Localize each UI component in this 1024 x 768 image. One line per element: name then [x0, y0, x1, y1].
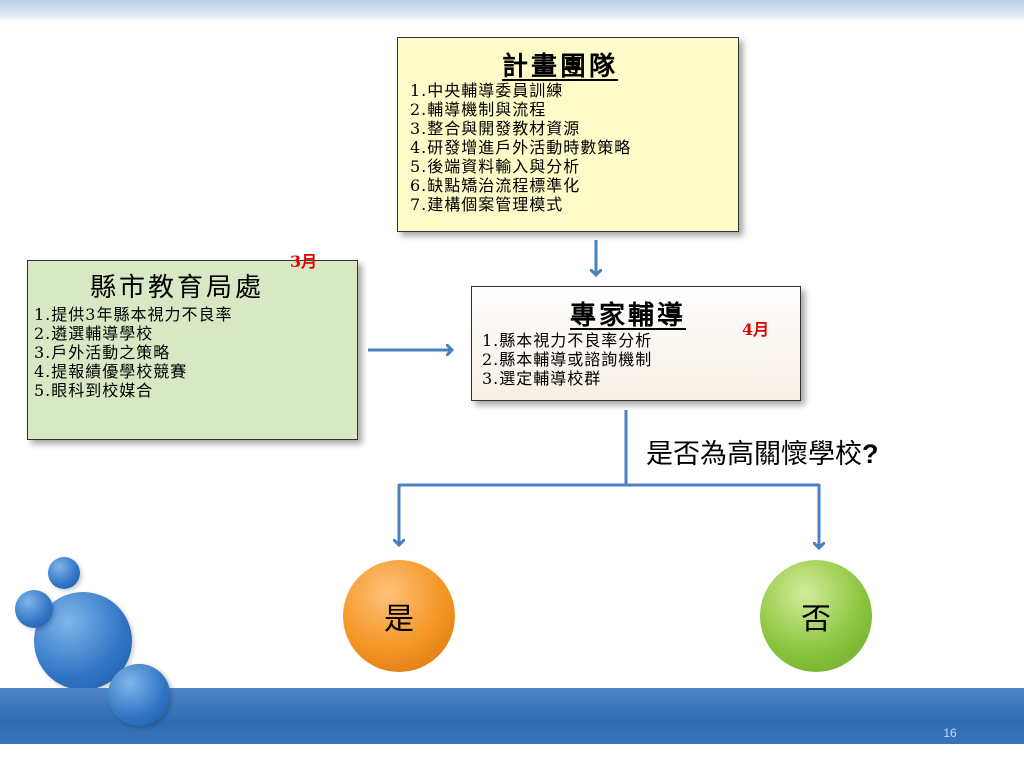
- list-item: 2.縣本輔導或諮詢機制: [482, 350, 653, 369]
- list-item: 7.建構個案管理模式: [410, 195, 564, 214]
- list-item: 2.輔導機制與流程: [410, 100, 547, 119]
- footer-band: [0, 688, 1024, 744]
- no-node: 否: [760, 560, 872, 672]
- expert-month-label: 4月: [742, 320, 770, 339]
- plan-team-box: 計畫團隊 1.中央輔導委員訓練 2.輔導機制與流程 3.整合與開發教材資源 4.…: [397, 37, 739, 232]
- list-item: 3.戶外活動之策略: [34, 343, 171, 362]
- list-item: 1.中央輔導委員訓練: [410, 81, 564, 100]
- list-item: 3.整合與開發教材資源: [410, 119, 581, 138]
- list-item: 5.眼科到校媒合: [34, 381, 154, 400]
- list-item: 1.提供3年縣本視力不良率: [34, 305, 233, 324]
- list-item: 5.後端資料輸入與分析: [410, 157, 581, 176]
- expert-guidance-box: 專家輔導 1.縣本視力不良率分析 2.縣本輔導或諮詢機制 3.選定輔導校群: [471, 286, 801, 401]
- county-office-title: 縣市教育局處: [90, 273, 265, 303]
- header-band: [0, 0, 1024, 22]
- county-office-box: 縣市教育局處 1.提供3年縣本視力不良率 2.遴選輔導學校 3.戶外活動之策略 …: [27, 260, 358, 440]
- expert-guidance-title: 專家輔導: [570, 301, 687, 331]
- decor-bubble-mid: [15, 590, 53, 628]
- decor-bubble-small: [48, 557, 80, 589]
- list-item: 6.缺點矯治流程標準化: [410, 176, 581, 195]
- plan-team-list: 1.中央輔導委員訓練 2.輔導機制與流程 3.整合與開發教材資源 4.研發增進戶…: [410, 81, 631, 214]
- decision-question-mark: ?: [862, 439, 879, 469]
- county-month-label: 3月: [290, 252, 318, 271]
- list-item: 1.縣本視力不良率分析: [482, 331, 653, 350]
- list-item: 2.遴選輔導學校: [34, 324, 154, 343]
- page-number: 16: [943, 726, 957, 740]
- yes-node: 是: [343, 560, 455, 672]
- list-item: 4.提報績優學校競賽: [34, 362, 188, 381]
- plan-team-title: 計畫團隊: [502, 52, 619, 82]
- decision-question-text: 是否為高關懷學校: [646, 439, 862, 470]
- decision-question: 是否為高關懷學校?: [646, 432, 879, 471]
- county-office-list: 1.提供3年縣本視力不良率 2.遴選輔導學校 3.戶外活動之策略 4.提報績優學…: [34, 305, 232, 400]
- decor-bubble-overlap: [108, 664, 170, 726]
- no-label: 否: [801, 602, 831, 637]
- list-item: 4.研發增進戶外活動時數策略: [410, 138, 632, 157]
- expert-guidance-list: 1.縣本視力不良率分析 2.縣本輔導或諮詢機制 3.選定輔導校群: [482, 331, 652, 388]
- yes-label: 是: [384, 602, 414, 637]
- list-item: 3.選定輔導校群: [482, 369, 602, 388]
